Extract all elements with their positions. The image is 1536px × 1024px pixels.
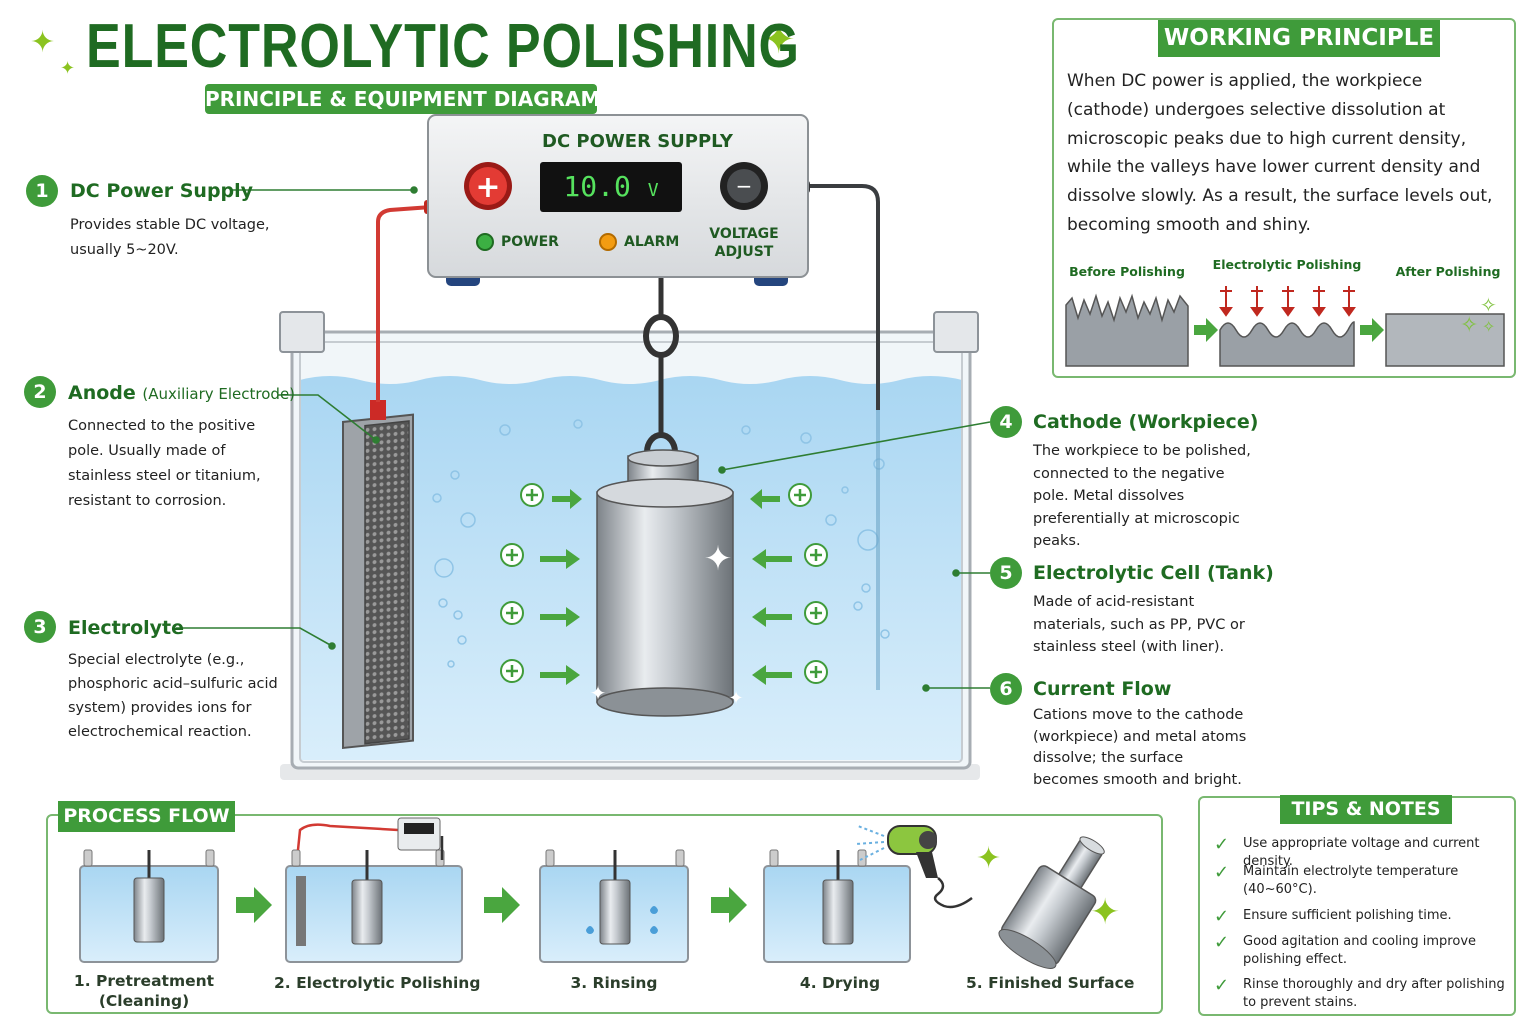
voltage-value: 10.0	[563, 170, 631, 203]
label-text-1: Provides stable DC voltage, usually 5~20…	[70, 217, 270, 258]
svg-text:✧: ✧	[1480, 293, 1497, 317]
process-step-5-label: 5. Finished Surface	[966, 974, 1135, 992]
label-number-1: 1	[26, 175, 58, 207]
voltage-adjust-line2: ADJUST	[714, 244, 774, 260]
cathode-workpiece: ✦ ✦ ✦	[590, 449, 744, 717]
tip-text: Good agitation and cooling improve polis…	[1243, 934, 1477, 967]
stage-label-before: Before Polishing	[1069, 264, 1185, 279]
anode-plate	[342, 400, 414, 750]
page-subtitle: PRINCIPLE & EQUIPMENT DIAGRAM	[205, 84, 600, 114]
voltage-adjust-label: VOLTAGE ADJUST	[704, 225, 784, 261]
label-number-3: 3	[24, 611, 56, 643]
voltage-adjust-knob[interactable]: −	[720, 162, 768, 210]
process-step-4-illustration	[763, 825, 973, 963]
process-step-3-illustration	[539, 849, 689, 963]
alarm-label: ALARM	[624, 234, 680, 250]
process-step-1-illustration	[79, 849, 219, 963]
label-text-6: Cations move to the cathode (workpiece) …	[1033, 707, 1247, 788]
label-number-6: 6	[990, 673, 1022, 705]
label-title-2-main: Anode	[68, 382, 136, 404]
arrow-icons	[1194, 318, 1384, 342]
arrow-icons	[236, 887, 747, 923]
working-principle-panel	[1052, 18, 1516, 378]
process-flow-panel	[46, 814, 1163, 1014]
sparkle-icon: ✦	[976, 841, 1001, 876]
label-number-5: 5	[990, 557, 1022, 589]
process-step-4-label: 4. Drying	[799, 974, 881, 992]
leader-lines	[176, 186, 991, 692]
page-title: ELECTROLYTIC POLISHING	[86, 12, 800, 81]
process-step-3-label: 3. Rinsing	[570, 974, 658, 992]
voltage-display: 10.0 V	[540, 162, 682, 212]
alarm-led-icon	[599, 233, 617, 251]
check-icon: ✓	[1214, 932, 1230, 953]
process-flow-title: PROCESS FLOW	[58, 801, 235, 832]
label-text-3: Special electrolyte (e.g., phosphoric ac…	[68, 652, 278, 740]
svg-text:✧: ✧	[1460, 313, 1478, 338]
working-principle-text: When DC power is applied, the workpiece …	[1067, 71, 1493, 235]
check-icon: ✓	[1214, 975, 1230, 996]
process-step-1-line1: 1. Pretreatment	[73, 972, 215, 990]
label-text-5: Made of acid-resistant materials, such a…	[1033, 594, 1245, 655]
arrow-icons	[540, 489, 792, 685]
working-principle-title: WORKING PRINCIPLE	[1158, 20, 1440, 57]
label-text-2: Connected to the positive pole. Usually …	[68, 418, 261, 509]
label-title-5: Electrolytic Cell (Tank)	[1033, 562, 1274, 584]
power-supply-title: DC POWER SUPPLY	[542, 131, 733, 152]
power-led-icon	[476, 233, 494, 251]
label-title-2-small: (Auxiliary Electrode)	[142, 385, 296, 403]
tip-text: Ensure sufficient polishing time.	[1243, 908, 1452, 923]
tips-title: TIPS & NOTES	[1280, 795, 1452, 824]
label-title-4: Cathode (Workpiece)	[1033, 411, 1259, 433]
check-icon: ✓	[1214, 862, 1230, 883]
positive-wire	[376, 204, 446, 402]
process-step-2-label: 2. Electrolytic Polishing	[274, 974, 481, 992]
tip-text: Rinse thoroughly and dry after polishing…	[1243, 977, 1505, 1010]
label-title-6: Current Flow	[1033, 678, 1172, 700]
tip-text: Maintain electrolyte temperature (40~60°…	[1243, 864, 1459, 897]
process-step-5-illustration: ✦ ✦	[976, 836, 1120, 969]
minus-symbol: −	[736, 174, 753, 198]
label-number-4: 4	[990, 406, 1022, 438]
surface-after-illustration: ✧ ✧ ✧	[1385, 293, 1505, 367]
plus-signs	[506, 489, 822, 678]
power-label: POWER	[501, 234, 559, 250]
check-icon: ✓	[1214, 906, 1230, 927]
process-step-1-label: 1. Pretreatment (Cleaning)	[64, 971, 224, 1011]
process-step-1-line2: (Cleaning)	[98, 992, 190, 1010]
sparkle-icon: ✦	[60, 58, 76, 79]
sparkle-icon: ✦	[30, 25, 56, 60]
label-number-2: 2	[24, 376, 56, 408]
process-step-2-illustration	[285, 817, 463, 963]
stage-label-after: After Polishing	[1395, 264, 1501, 279]
svg-text:✧: ✧	[1482, 317, 1495, 336]
cation-flow-left	[500, 483, 544, 683]
sparkle-icon: ✦	[762, 17, 796, 63]
positive-terminal-icon[interactable]: +	[464, 162, 512, 210]
label-title-1: DC Power Supply	[70, 180, 254, 202]
voltage-unit: V	[647, 180, 659, 201]
shine-icon: ✦	[590, 681, 607, 705]
hair-dryer-icon	[855, 825, 973, 909]
stage-label-polishing: Electrolytic Polishing	[1212, 257, 1362, 272]
tip-text: Use appropriate voltage and current dens…	[1243, 836, 1480, 869]
bubbles	[432, 419, 890, 668]
label-text-4: The workpiece to be polished, connected …	[1033, 443, 1251, 549]
voltage-adjust-line1: VOLTAGE	[709, 226, 779, 242]
surface-polishing-illustration	[1219, 286, 1356, 367]
sparkle-icon: ✦	[1090, 892, 1120, 933]
negative-wire	[810, 184, 880, 410]
label-title-2: Anode (Auxiliary Electrode)	[68, 382, 295, 404]
label-title-3: Electrolyte	[68, 617, 185, 639]
surface-before-illustration	[1065, 293, 1189, 367]
check-icon: ✓	[1214, 834, 1230, 855]
shine-icon: ✦	[704, 539, 733, 579]
plus-symbol: +	[475, 170, 500, 205]
shine-icon: ✦	[728, 688, 743, 709]
